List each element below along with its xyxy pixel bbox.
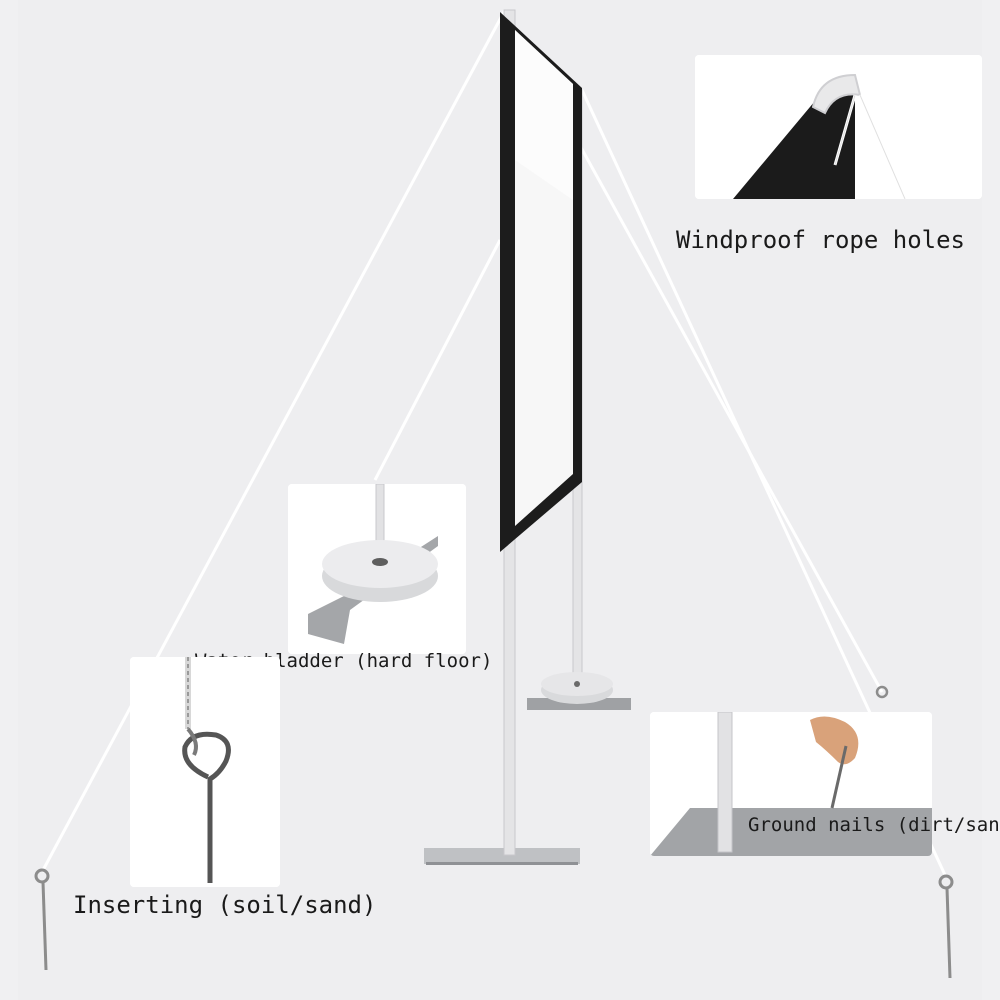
ground-nails-callout bbox=[650, 712, 932, 856]
projection-screen bbox=[500, 12, 582, 552]
inserting-stake-closeup-image bbox=[130, 657, 280, 887]
water-bladder-closeup-image bbox=[288, 484, 466, 654]
ground-nails-closeup-image bbox=[650, 712, 932, 856]
water-bladder-callout bbox=[288, 484, 466, 654]
windproof-rope-holes-label: Windproof rope holes bbox=[676, 226, 965, 254]
inserting-callout bbox=[130, 657, 280, 887]
ground-stake-left bbox=[34, 868, 50, 971]
rope-ring bbox=[875, 685, 889, 699]
rope-hole-closeup-image bbox=[695, 55, 982, 199]
windproof-rope-holes-callout bbox=[695, 55, 982, 199]
ground-nails-label: Ground nails (dirt/sand) bbox=[748, 814, 1000, 836]
water-bladder-base bbox=[527, 672, 631, 710]
floor-base-plate bbox=[424, 848, 580, 864]
ground-stake-right bbox=[938, 874, 954, 979]
inserting-label: Inserting (soil/sand) bbox=[73, 891, 377, 919]
